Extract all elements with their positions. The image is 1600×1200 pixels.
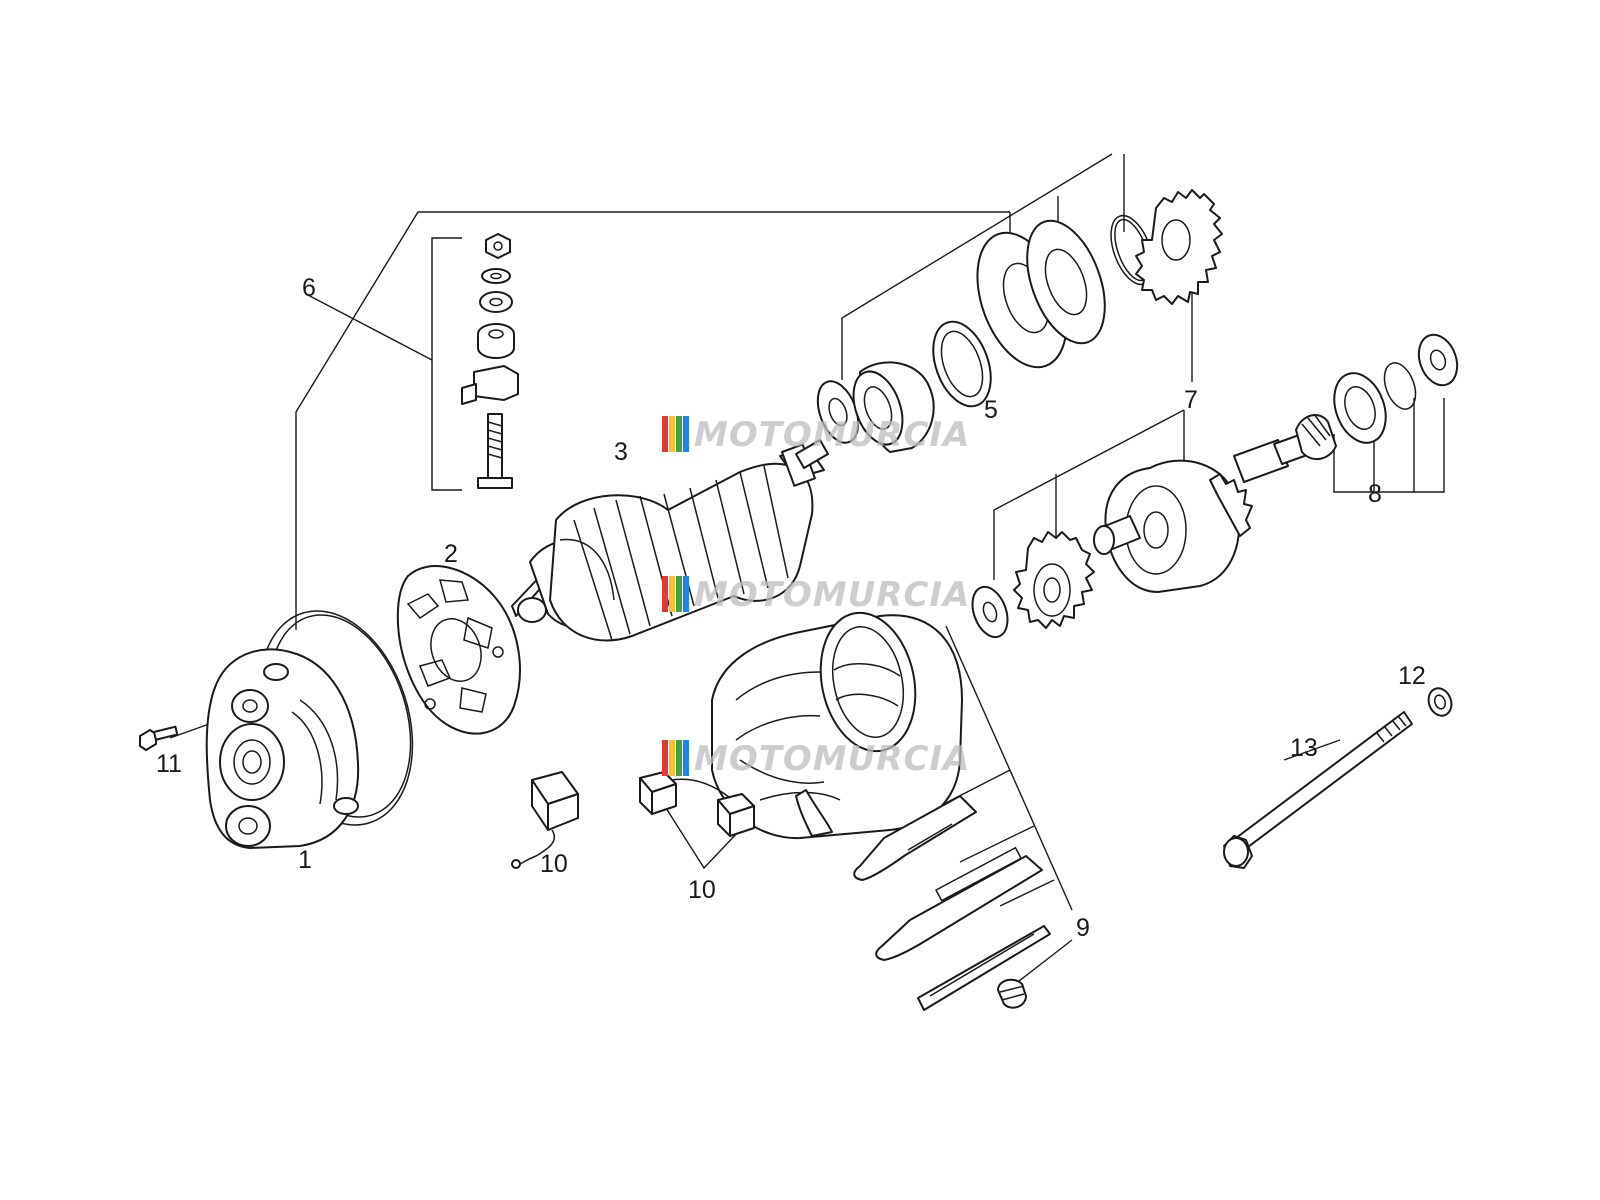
stator-housing [711,611,963,840]
watermark-stripe-red [662,416,668,452]
watermark-stripe-green [676,740,682,776]
cover-screw [139,725,179,751]
brush-holder-plate [396,565,521,735]
callout-10-pair: 10 [688,876,716,904]
callout-5: 5 [984,396,998,424]
callout-2: 2 [444,540,458,568]
armature-rotor [511,439,829,642]
watermark-text: MOTOMURCIA [694,739,970,779]
watermark-stripe-yellow [669,740,675,776]
end-cover [205,610,414,849]
callout-12: 12 [1398,662,1426,690]
brush-pair [639,771,755,837]
watermark-middle: MOTOMURCIA [662,575,970,615]
callout-9: 9 [1076,914,1090,942]
watermark-stripe-yellow [669,416,675,452]
watermark-stripe-red [662,576,668,612]
watermark-text: MOTOMURCIA [694,575,970,615]
callout-10-single: 10 [540,850,568,878]
callout-1: 1 [298,846,312,874]
spring-washer-set [1295,333,1459,461]
bearing-washer-set [816,214,1154,453]
callout-13: 13 [1290,734,1318,762]
watermark-stripe-blue [683,576,689,612]
watermark-stripe-green [676,576,682,612]
brush-single [511,771,579,869]
watermark-stripe-red [662,740,668,776]
washer-small [1427,687,1453,717]
bendix-drive [971,433,1311,639]
callout-labels: 1 2 3 5 6 7 8 9 10 10 11 12 13 [156,274,1426,942]
callout-11: 11 [156,750,182,778]
watermark-top: MOTOMURCIA [662,415,970,455]
watermark-bottom: MOTOMURCIA [662,739,970,779]
callout-7-upper: 7 [1184,386,1198,414]
leader-lines [169,153,1445,989]
watermark-text: MOTOMURCIA [694,415,970,455]
callout-3: 3 [614,438,628,466]
callout-8: 8 [1368,480,1382,508]
terminal-hardware-stack [461,233,519,489]
watermark-stripe-blue [683,740,689,776]
callout-6: 6 [302,274,316,302]
watermark-stripe-yellow [669,576,675,612]
watermark-stripe-green [676,416,682,452]
upper-gear [1135,189,1223,305]
watermark-stripe-blue [683,416,689,452]
through-bolt [1223,711,1413,869]
insulator-plates [853,795,1051,1011]
